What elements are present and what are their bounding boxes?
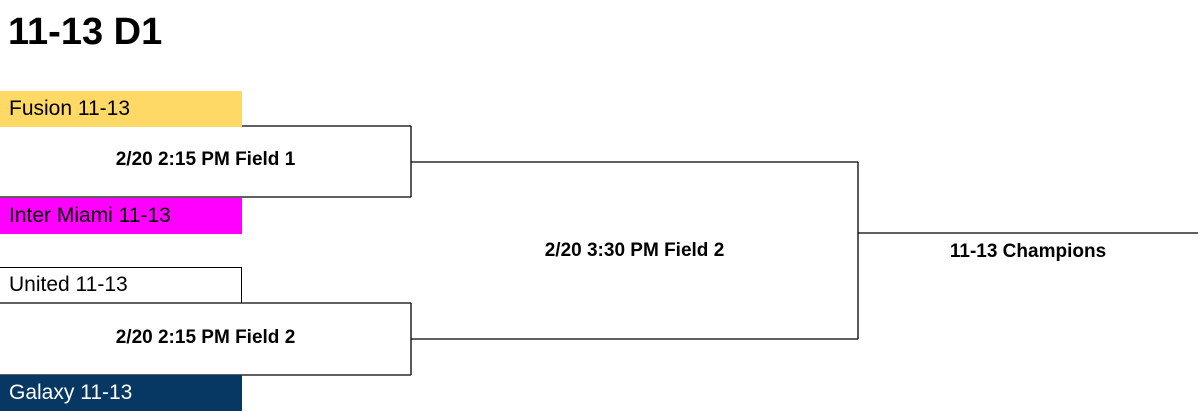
- team-slot-fusion: Fusion 11-13: [0, 91, 242, 127]
- semi1-match-label: 2/20 2:15 PM Field 1: [115, 149, 296, 170]
- team-slot-inter-miami: Inter Miami 11-13: [0, 198, 242, 234]
- team-slot-galaxy: Galaxy 11-13: [0, 375, 242, 411]
- final-match-label: 2/20 3:30 PM Field 2: [544, 240, 725, 261]
- champion-label: 11-13 Champions: [949, 241, 1107, 262]
- team-slot-united: United 11-13: [0, 267, 242, 303]
- bracket-title: 11-13 D1: [8, 11, 163, 53]
- semi2-match-label: 2/20 2:15 PM Field 2: [115, 327, 296, 348]
